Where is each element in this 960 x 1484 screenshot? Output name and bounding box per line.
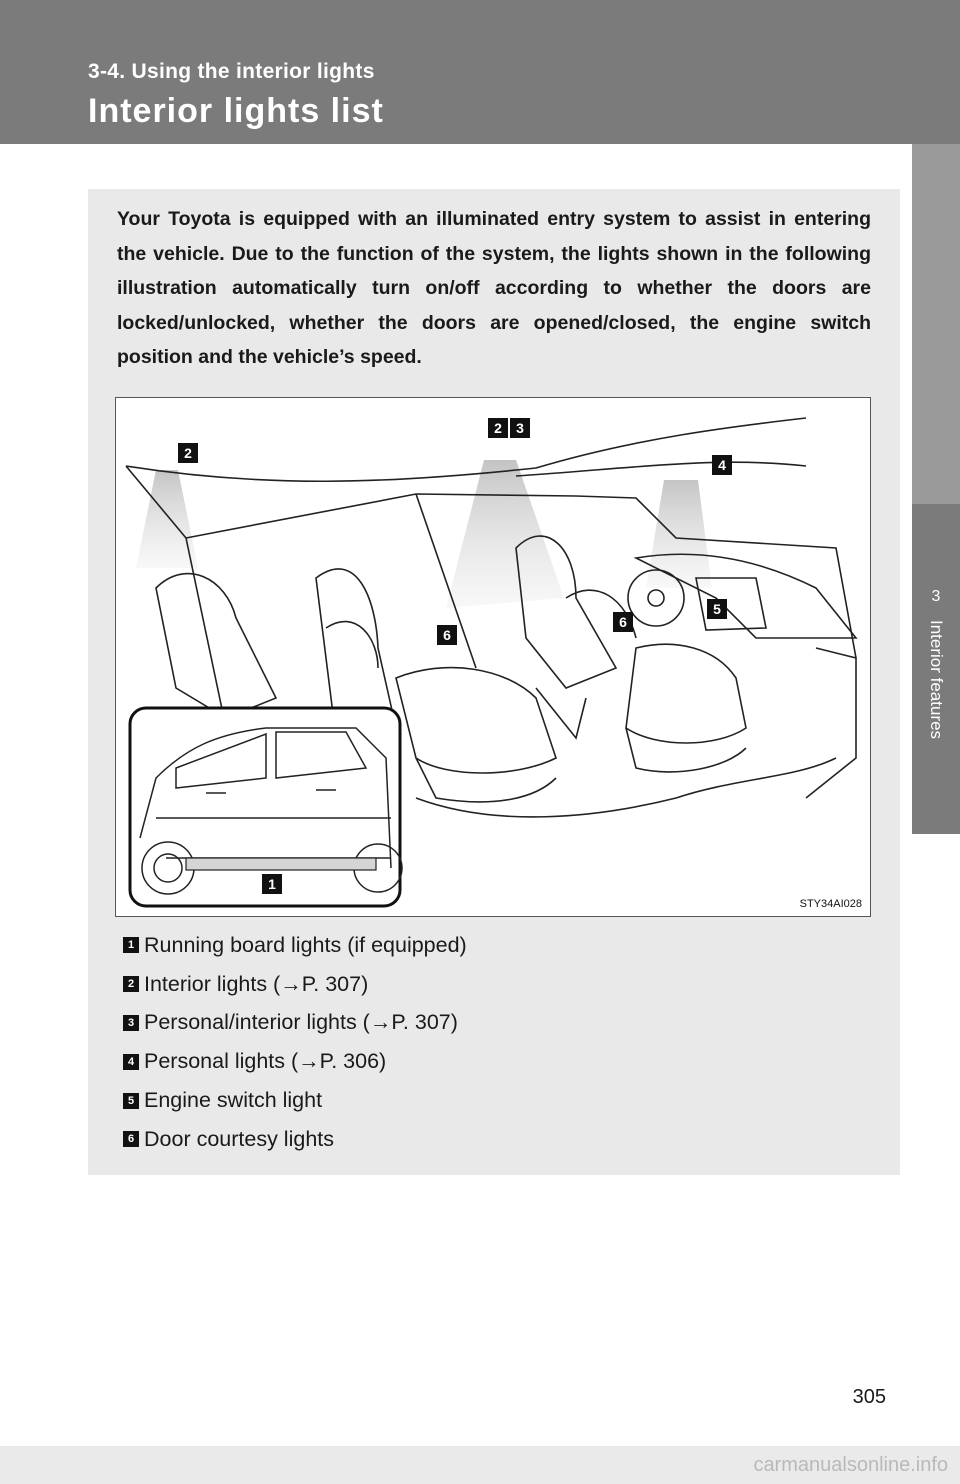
callout-6: 6 (437, 625, 457, 645)
intro-paragraph: Your Toyota is equipped with an illumina… (117, 202, 871, 375)
legend-label: Engine switch light (144, 1088, 322, 1113)
legend-number: 3 (123, 1015, 139, 1031)
page-number: 305 (853, 1386, 886, 1409)
chapter-number: 3 (912, 588, 960, 606)
legend-number: 4 (123, 1054, 139, 1070)
light-beam (446, 460, 564, 608)
callout-2: 2 (488, 418, 508, 438)
legend-label: Door courtesy lights (144, 1127, 334, 1152)
vehicle-interior-drawing (116, 398, 871, 917)
callout-1: 1 (262, 874, 282, 894)
callout-5: 5 (707, 599, 727, 619)
callout-4: 4 (712, 455, 732, 475)
legend-label: Interior lights (→P. 307) (144, 972, 368, 997)
side-tab-upper (912, 144, 960, 504)
legend-item: 4 Personal lights (→P. 306) (123, 1042, 467, 1081)
section-label: 3-4. Using the interior lights (88, 60, 375, 84)
callout-3: 3 (510, 418, 530, 438)
legend-number: 6 (123, 1131, 139, 1147)
page-title: Interior lights list (88, 92, 384, 131)
callout-2: 2 (178, 443, 198, 463)
legend-item: 5 Engine switch light (123, 1081, 467, 1120)
watermark: carmanualsonline.info (0, 1446, 960, 1484)
legend-number: 2 (123, 976, 139, 992)
legend-item: 2 Interior lights (→P. 307) (123, 965, 467, 1004)
chapter-header: 3-4. Using the interior lights Interior … (0, 0, 960, 144)
legend-number: 5 (123, 1093, 139, 1109)
legend-label: Personal lights (→P. 306) (144, 1049, 386, 1074)
interior-lights-illustration: 2 2 3 4 5 6 6 1 STY34AI028 (115, 397, 871, 917)
figure-code: STY34AI028 (800, 898, 862, 910)
lights-legend: 1 Running board lights (if equipped) 2 Int… (123, 926, 467, 1159)
callout-6: 6 (613, 612, 633, 632)
legend-number: 1 (123, 937, 139, 953)
legend-label: Running board lights (if equipped) (144, 933, 467, 958)
chapter-side-tab[interactable]: 3 Interior features (912, 144, 960, 834)
chapter-name: Interior features (924, 620, 948, 820)
legend-label: Personal/interior lights (→P. 307) (144, 1010, 458, 1035)
legend-item: 3 Personal/interior lights (→P. 307) (123, 1004, 467, 1043)
light-beam (646, 480, 712, 588)
legend-item: 6 Door courtesy lights (123, 1120, 467, 1159)
legend-item: 1 Running board lights (if equipped) (123, 926, 467, 965)
